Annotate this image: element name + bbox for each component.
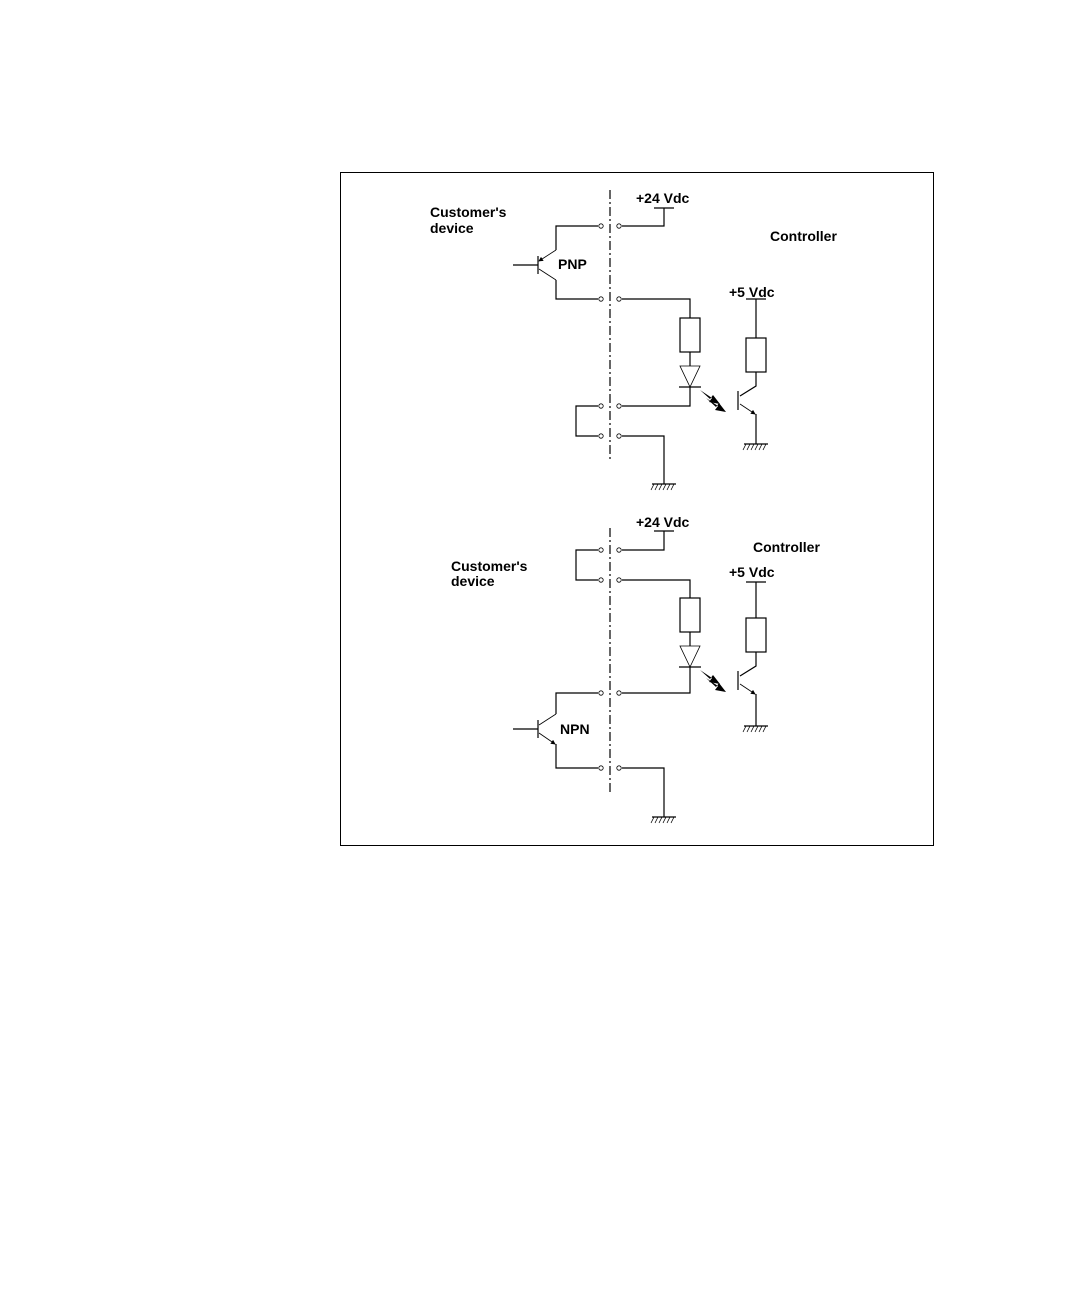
supply-24v-label: +24 Vdc (636, 514, 690, 530)
customer-jumper-wire (576, 406, 598, 436)
input-optocoupler-led-circuit (622, 580, 701, 693)
controller-label: Controller (753, 539, 820, 555)
ground-symbol (743, 444, 768, 450)
phototransistor-circuit (738, 582, 768, 732)
customer-device-label-line1: Customer's (451, 558, 528, 574)
phototransistor-circuit (738, 299, 768, 450)
supply-24v-symbol (622, 531, 674, 550)
supply-5v-label: +5 Vdc (729, 564, 775, 580)
pullup-resistor (746, 338, 766, 372)
pnp-wiring-diagram: Customer's device Controller +24 Vdc +5 … (430, 190, 837, 490)
optical-coupling-arrows (700, 670, 726, 692)
controller-ground-circuit (622, 436, 676, 490)
ground-symbol (743, 726, 768, 732)
led-symbol (680, 366, 700, 387)
transistor-type-label: PNP (558, 256, 587, 272)
input-resistor (680, 318, 700, 352)
input-optocoupler-led-circuit (622, 299, 701, 406)
input-resistor (680, 598, 700, 632)
controller-label: Controller (770, 228, 837, 244)
transistor-type-label: NPN (560, 721, 590, 737)
customer-device-label-line2: device (451, 573, 495, 589)
pullup-resistor (746, 618, 766, 652)
customer-device-label-line1: Customer's (430, 204, 507, 220)
customer-jumper-wire (576, 550, 598, 580)
supply-24v-symbol (622, 208, 674, 226)
customer-device-label-line2: device (430, 220, 474, 236)
optical-coupling-arrows (700, 390, 726, 412)
supply-5v-label: +5 Vdc (729, 284, 775, 300)
supply-24v-label: +24 Vdc (636, 190, 690, 206)
npn-wiring-diagram: Customer's device Controller +24 Vdc +5 … (451, 514, 820, 823)
controller-ground-circuit (622, 768, 676, 823)
led-symbol (680, 646, 700, 667)
